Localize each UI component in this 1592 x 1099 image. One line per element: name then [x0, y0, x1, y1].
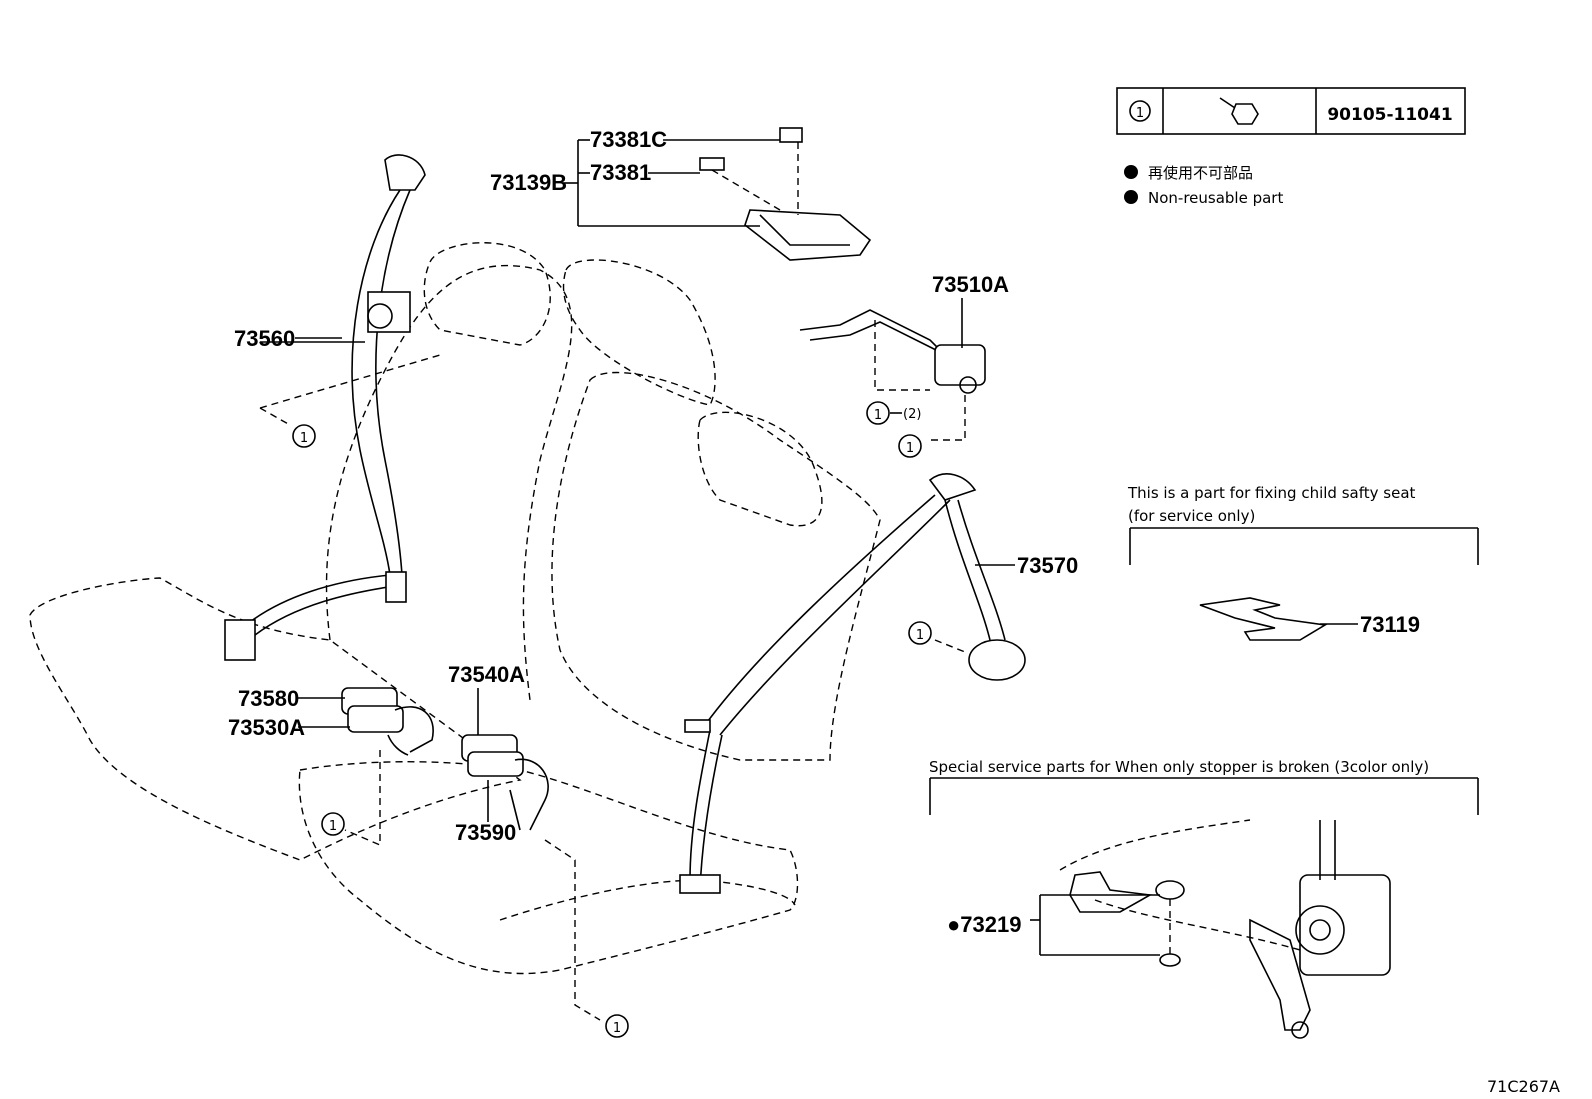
legend-note-jp: 再使用不可部品 — [1148, 164, 1253, 182]
bolt-icon — [1219, 97, 1259, 125]
leader-lines — [259, 139, 1358, 956]
svg-text:1: 1 — [906, 441, 914, 456]
legend-part-number: 90105-11041 — [1327, 105, 1452, 125]
label-73590: 73590 — [455, 820, 516, 845]
svg-text:1: 1 — [300, 431, 308, 446]
ref-circle-1d: 1 — [908, 621, 932, 645]
ref-circles: 1 1 1 1 1 1 (2) — [292, 401, 932, 1038]
buckle-73540A-73590 — [461, 734, 601, 1021]
label-73119: 73119 — [1360, 612, 1420, 637]
svg-text:1: 1 — [1136, 106, 1144, 121]
svg-text:1: 1 — [613, 1021, 621, 1036]
label-73139B: 73139B — [490, 170, 567, 195]
svg-text:1: 1 — [916, 628, 924, 643]
seat-belt-73560 — [224, 154, 426, 661]
svg-text:1: 1 — [329, 819, 337, 834]
label-73381: 73381 — [590, 160, 651, 185]
label-73530A: 73530A — [228, 715, 305, 740]
stopper-note: Special service parts for When only stop… — [929, 758, 1429, 776]
legend-notes: 再使用不可部品 Non-reusable part — [1124, 164, 1283, 207]
diagram-code: 71C267A — [1487, 1077, 1560, 1096]
label-73219: ●73219 — [947, 912, 1021, 937]
ref-qty-label: (2) — [903, 407, 921, 422]
child-seat-note-line2: (for service only) — [1128, 507, 1255, 525]
ref-circle-1e: 1 — [321, 812, 345, 836]
svg-text:1: 1 — [874, 408, 882, 423]
label-73540A: 73540A — [448, 662, 525, 687]
seat-outline — [29, 242, 881, 975]
ref-circle-1c: 1 — [898, 434, 922, 458]
label-73570: 73570 — [1017, 553, 1078, 578]
label-73381C: 73381C — [590, 127, 667, 152]
buckle-73580-73530A — [341, 687, 434, 847]
stopper-service-parts — [929, 777, 1479, 1039]
child-seat-part-73119 — [1129, 527, 1479, 641]
part-labels: 73381C 73381 73139B 73510A 73560 73570 7… — [228, 127, 1420, 937]
seat-belt-73570 — [679, 473, 1026, 894]
legend-table: 1 90105-11041 — [1116, 87, 1466, 135]
ref-circle-1f: 1 — [605, 1014, 629, 1038]
retractor-73510A — [799, 309, 986, 441]
ref-circle-1a: 1 — [292, 424, 316, 448]
ref-circle-1b: 1 — [866, 401, 890, 425]
label-73580: 73580 — [238, 686, 299, 711]
legend-note-en: Non-reusable part — [1148, 189, 1283, 207]
bracket-73139B — [699, 127, 872, 261]
child-seat-note-line1: This is a part for fixing child safty se… — [1127, 484, 1416, 502]
notes: This is a part for fixing child safty se… — [929, 484, 1560, 1096]
label-73510A: 73510A — [932, 272, 1009, 297]
label-73560: 73560 — [234, 326, 295, 351]
